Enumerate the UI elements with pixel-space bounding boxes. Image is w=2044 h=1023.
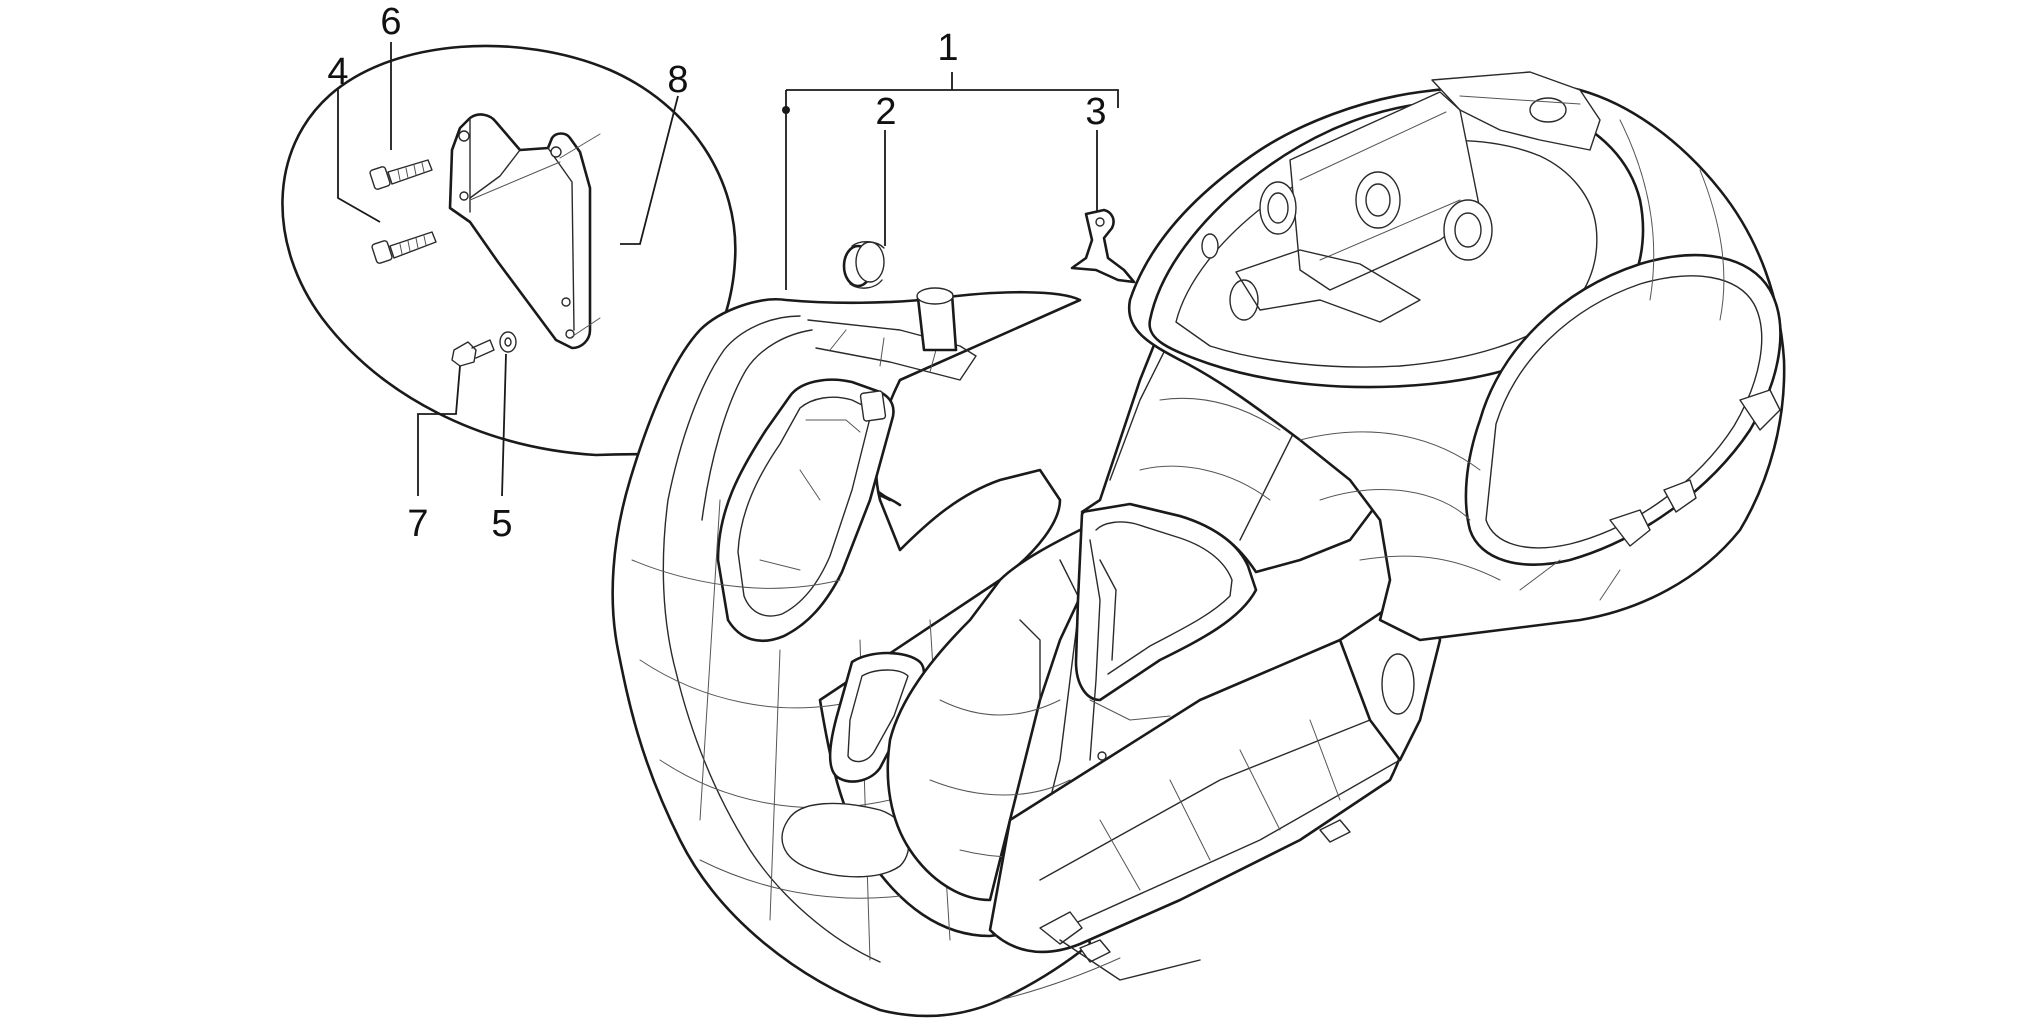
callout-4: 4 bbox=[327, 51, 348, 93]
callout-7: 7 bbox=[407, 503, 428, 545]
clip-part-3 bbox=[1070, 208, 1136, 284]
screw-7 bbox=[451, 339, 495, 367]
scooter-body-part-1 bbox=[611, 71, 1786, 1018]
bolt-6 bbox=[369, 159, 433, 190]
bolt-4 bbox=[371, 231, 437, 264]
leader-lines bbox=[337, 42, 1119, 497]
callout-8: 8 bbox=[667, 59, 688, 101]
callout-5: 5 bbox=[491, 503, 512, 545]
bracket-part bbox=[448, 113, 601, 350]
callout-1: 1 bbox=[937, 27, 958, 69]
leader-dot bbox=[782, 106, 790, 114]
callout-6: 6 bbox=[380, 1, 401, 43]
callout-labels: 1 2 3 4 5 6 7 8 bbox=[327, 1, 1106, 545]
callout-3: 3 bbox=[1085, 91, 1106, 133]
washer-5 bbox=[499, 331, 517, 353]
callout-2: 2 bbox=[875, 91, 896, 133]
grommet-part-2 bbox=[842, 241, 885, 289]
